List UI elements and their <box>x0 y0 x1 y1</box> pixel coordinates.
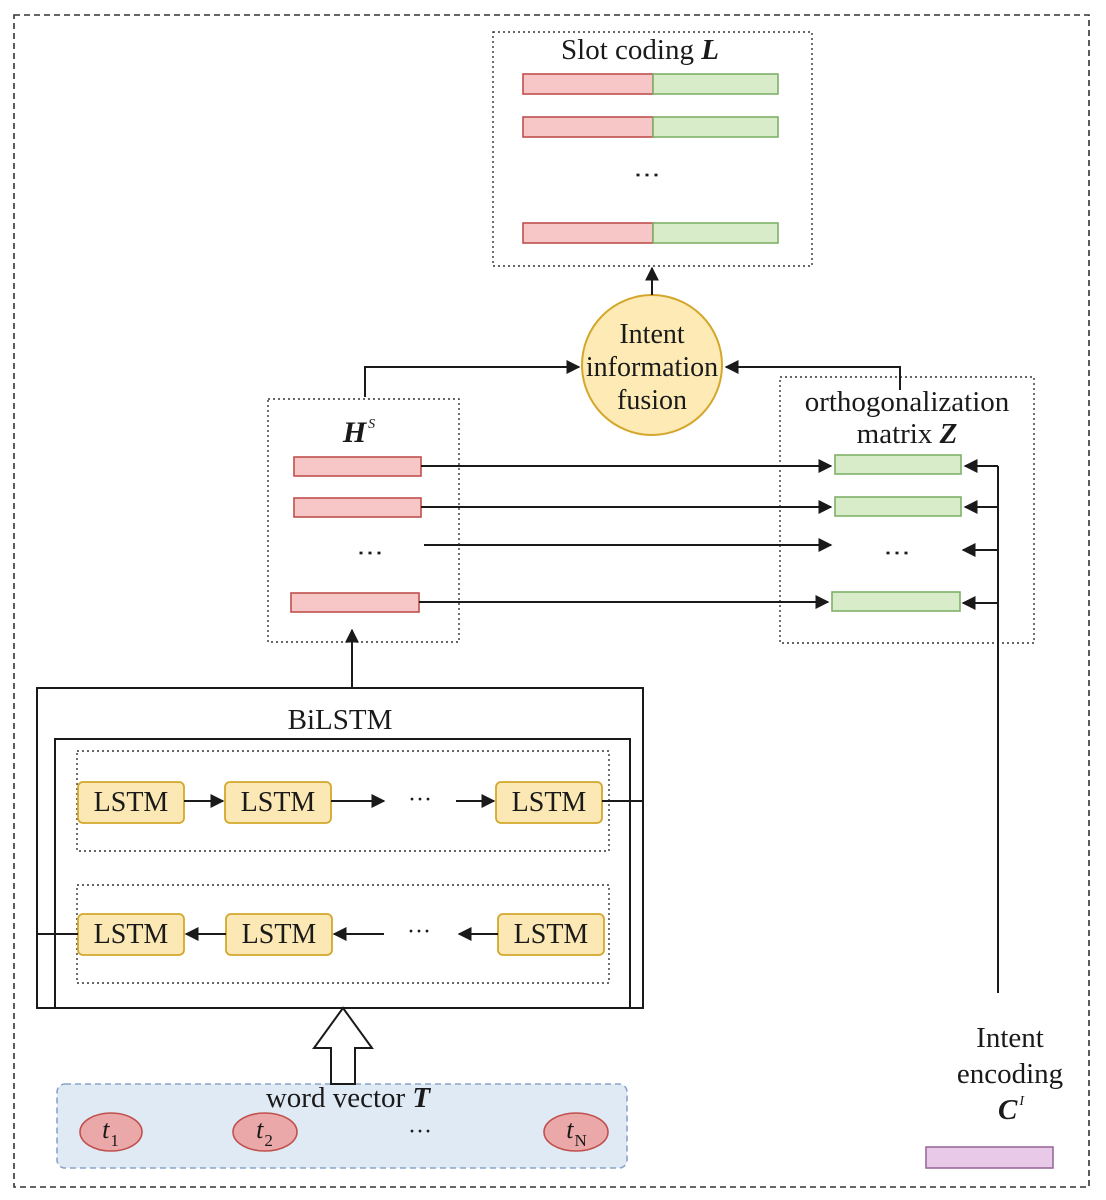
backward-ellipsis: ··· <box>407 919 431 945</box>
lstm-cell-fwd-1 <box>77 781 185 824</box>
input-hollow-arrow <box>312 1006 374 1085</box>
slot-vector-pink-3 <box>522 222 654 244</box>
orthogonalization-label: orthogonalization matrix Z <box>804 386 1010 450</box>
orthogonalization-box <box>779 376 1035 644</box>
lstm-label-bwd-2: LSTM <box>241 919 317 950</box>
slot-vector-pink-1 <box>522 73 654 95</box>
hidden-vector-2 <box>293 497 422 518</box>
outer-frame <box>13 14 1090 1188</box>
ortho-vectors <box>831 454 962 612</box>
hidden-state-vectors <box>290 456 422 613</box>
token-t1-label: t1 <box>102 1115 119 1150</box>
lstm-cell-fwd-3 <box>495 781 603 824</box>
slot-coding-box <box>492 31 813 267</box>
forward-ellipsis: ··· <box>408 787 432 813</box>
projection-arrows <box>419 459 833 609</box>
ortho-vdots: ⋮ <box>883 540 912 562</box>
lstm-label-bwd-3: LSTM <box>513 919 589 950</box>
backward-output-line <box>36 688 78 935</box>
arrow-hidden-to-fusion <box>364 360 581 397</box>
bilstm-inner-box <box>54 738 631 1009</box>
lstm-label-bwd-1: LSTM <box>93 919 169 950</box>
token-t2-label: t2 <box>256 1115 273 1150</box>
intent-feed-lines <box>961 459 999 993</box>
slot-coding-vectors <box>522 73 779 244</box>
slot-vector-green-1 <box>652 73 779 95</box>
lstm-label-fwd-1: LSTM <box>93 787 169 818</box>
hidden-states-vdots: ⋮ <box>356 540 385 562</box>
ortho-vector-1 <box>834 454 962 475</box>
token-t2 <box>232 1112 298 1152</box>
lstm-label-fwd-2: LSTM <box>240 787 316 818</box>
bilstm-outer-box <box>36 687 644 1009</box>
intent-encoding-bar <box>925 1146 1054 1169</box>
backward-lstm-cells <box>77 913 605 956</box>
slot-coding-label: Slot coding L <box>561 34 719 66</box>
forward-lstm-cells <box>77 781 603 824</box>
token-tN <box>543 1112 609 1152</box>
lstm-cell-fwd-2 <box>224 781 332 824</box>
hidden-states-box <box>267 398 460 643</box>
lstm-label-fwd-3: LSTM <box>511 787 587 818</box>
slot-vector-pink-2 <box>522 116 654 138</box>
hidden-vector-3 <box>290 592 420 613</box>
bilstm-title: BiLSTM <box>287 704 393 736</box>
ortho-vector-2 <box>834 496 962 517</box>
arrow-ortho-to-fusion <box>724 360 901 390</box>
fusion-label: Intent information fusion <box>585 319 719 416</box>
word-vector-label: word vector T <box>265 1082 431 1114</box>
token-t1 <box>79 1112 143 1152</box>
slot-coding-vdots: ⋮ <box>633 162 662 184</box>
token-tN-label: tN <box>566 1115 587 1150</box>
slot-vector-green-2 <box>652 116 779 138</box>
slot-vector-green-3 <box>652 222 779 244</box>
token-ellipses <box>79 1112 609 1152</box>
ortho-vector-3 <box>831 591 961 612</box>
forward-output-line <box>602 688 644 802</box>
hidden-vector-1 <box>293 456 422 477</box>
token-ellipsis: ··· <box>408 1119 432 1145</box>
word-vector-box <box>56 1083 628 1169</box>
